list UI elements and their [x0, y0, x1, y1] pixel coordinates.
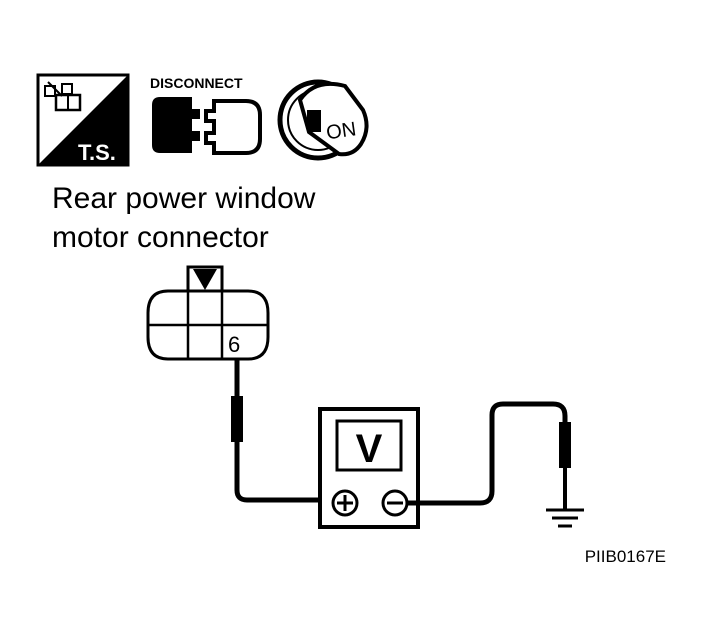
plus-terminal-icon: [331, 489, 359, 517]
ground-icon: [546, 508, 584, 528]
test-switch-icon: T.S.: [36, 73, 130, 167]
motor-connector-face: 6: [146, 265, 270, 361]
ignition-on-label: ON: [325, 118, 358, 144]
voltmeter-label: V: [356, 427, 383, 471]
terminal-number: 6: [228, 332, 240, 357]
connector-orientation-arrow: [193, 269, 217, 290]
connector-title-line1: Rear power window: [52, 182, 316, 215]
ignition-key-on-icon: ON: [277, 79, 369, 161]
disconnect-label: DISCONNECT: [150, 75, 243, 91]
connector-title-line2: motor connector: [52, 221, 269, 254]
positive-probe-lead: [231, 358, 345, 503]
negative-probe-lead: [407, 401, 571, 510]
disconnect-connector-icon: DISCONNECT: [150, 75, 262, 155]
ts-label: T.S.: [78, 140, 116, 165]
minus-terminal-icon: [381, 489, 409, 517]
figure-code: PIIB0167E: [585, 547, 666, 566]
voltmeter: V: [318, 407, 420, 529]
